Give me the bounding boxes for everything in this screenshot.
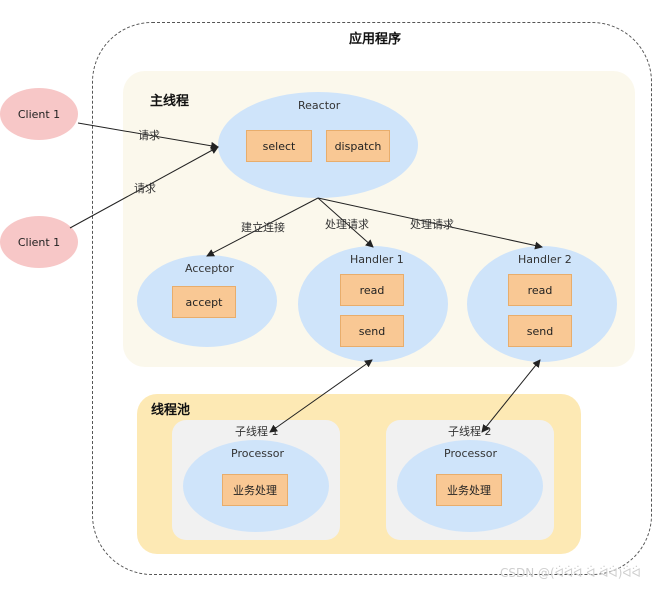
subthread1-label: 子线程 1 <box>235 425 279 438</box>
edge-label-request-2: 请求 <box>134 182 156 195</box>
edge-label-process-2: 处理请求 <box>410 218 454 231</box>
handler1-send-box: send <box>340 315 404 347</box>
task1-box: 业务处理 <box>222 474 288 506</box>
task2-box: 业务处理 <box>436 474 502 506</box>
process-arrow-1 <box>317 197 374 248</box>
main-thread-title: 主线程 <box>150 94 190 109</box>
handler2-processor-arrow <box>481 359 541 433</box>
request-arrow-1 <box>77 122 219 150</box>
handler1-read-box: read <box>340 274 404 306</box>
processor2-label: Processor <box>444 447 497 460</box>
handler2-send-box: send <box>508 315 572 347</box>
accept-box: accept <box>172 286 236 318</box>
establish-arrow <box>206 197 319 257</box>
client-2-node: Client 1 <box>0 216 78 268</box>
select-box: select <box>246 130 312 162</box>
dispatch-box: dispatch <box>326 130 390 162</box>
reactor-label: Reactor <box>298 99 341 112</box>
handler1-label: Handler 1 <box>350 253 404 266</box>
processor1-label: Processor <box>231 447 284 460</box>
watermark: CSDN @(ᐛᐛᐛ ᐛ ᐛᐛ)ᐛᐛ <box>500 566 641 580</box>
request-arrow-2 <box>69 146 219 229</box>
thread-pool-title: 线程池 <box>151 403 191 418</box>
process-arrow-2 <box>317 197 543 250</box>
client-1-node: Client 1 <box>0 88 78 140</box>
handler1-processor-arrow <box>269 359 373 433</box>
acceptor-label: Acceptor <box>185 262 234 275</box>
edge-label-request-1: 请求 <box>138 129 160 142</box>
edge-label-establish: 建立连接 <box>241 221 285 234</box>
application-title: 应用程序 <box>349 32 402 47</box>
subthread2-label: 子线程 2 <box>448 425 492 438</box>
handler2-label: Handler 2 <box>518 253 572 266</box>
handler2-read-box: read <box>508 274 572 306</box>
edge-label-process-1: 处理请求 <box>325 218 369 231</box>
application-container <box>92 22 652 575</box>
